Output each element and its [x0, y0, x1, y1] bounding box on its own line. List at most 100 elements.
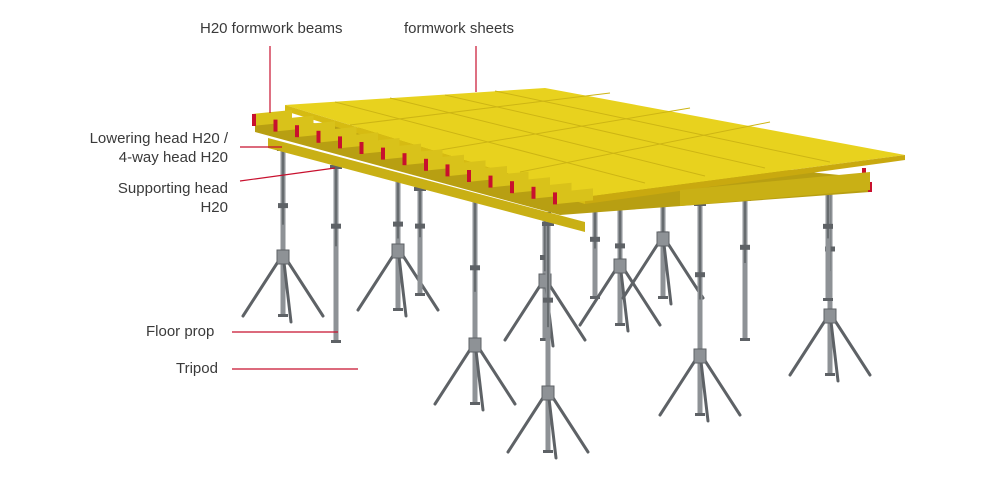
leader-lines: [232, 46, 477, 370]
supporting-head-leader: [239, 167, 336, 182]
tripod-leg: [661, 234, 673, 306]
tripod-leg: [546, 388, 558, 460]
tripod-clamp: [391, 243, 405, 259]
prop-inner-tube: [547, 225, 549, 328]
tripod-leg: [506, 388, 550, 454]
prop-tube: [417, 190, 423, 295]
tripod-leg: [473, 340, 517, 406]
floor-prop: [578, 202, 662, 333]
floor-prop: [506, 222, 590, 460]
prop-adjusting-nut: [590, 236, 600, 242]
tripod-leg: [241, 252, 285, 318]
prop-tube: [825, 188, 831, 300]
supporting-head-label-line1: Supporting head: [117, 180, 228, 197]
tripod-leg: [473, 340, 485, 412]
tripod-leg: [356, 246, 400, 312]
h20-beam-end-cap: [445, 164, 450, 177]
supporting-head-label-line2: H20: [200, 199, 228, 216]
prop-base: [543, 450, 553, 453]
primary-beam-front: [268, 138, 585, 232]
prop-adjusting-nut: [543, 297, 553, 303]
floor-props-and-tripods: [241, 147, 872, 460]
prop-inner-tube: [419, 190, 421, 238]
h20-beam-end-cap: [252, 114, 256, 126]
tripod-leg: [543, 276, 587, 342]
h20-beam-end-cap: [531, 186, 536, 199]
prop-inner-tube: [544, 215, 546, 272]
prop-tube: [333, 168, 339, 342]
prop-inner-tube: [335, 168, 337, 247]
prop-adjusting-nut: [470, 265, 480, 271]
prop-tube: [697, 205, 703, 415]
prop-inner-tube: [282, 150, 284, 225]
tripod-leg: [698, 351, 710, 423]
tripod-clamp: [613, 258, 627, 274]
prop-adjusting-nut: [540, 255, 550, 260]
prop-adjusting-nut: [393, 221, 403, 227]
tripod-clamp: [541, 385, 555, 401]
formwork-sheet-edge: [585, 155, 905, 204]
tripod-leg: [788, 311, 832, 377]
prop-adjusting-nut: [331, 223, 341, 229]
tripod-leg: [698, 351, 742, 417]
tripod-clamp: [276, 249, 290, 265]
prop-inner-tube: [619, 205, 621, 259]
h20-beam-end-cap: [381, 147, 385, 160]
prop-base: [658, 296, 668, 299]
tripod-clamp: [693, 348, 707, 364]
floor-prop: [330, 165, 342, 343]
floor-prop: [414, 187, 426, 296]
prop-adjusting-nut: [415, 223, 425, 229]
prop-adjusting-nut: [740, 244, 750, 250]
h20-beam-end-cap: [273, 119, 278, 132]
tripod-clamp: [823, 308, 837, 324]
prop-tube: [280, 150, 286, 316]
prop-base: [415, 293, 425, 296]
tripod-leg: [828, 311, 840, 383]
h20-beam-end-cap: [488, 175, 493, 188]
prop-base: [590, 296, 600, 299]
tripod-leg: [658, 351, 702, 417]
floor-prop: [503, 212, 587, 348]
tripod-leg: [618, 261, 662, 327]
prop-inner-tube: [594, 208, 596, 249]
tripod: [506, 385, 590, 460]
prop-inner-tube: [827, 188, 829, 239]
tripod: [788, 308, 872, 383]
h20-formwork-beams: [252, 110, 872, 205]
prop-adjusting-nut: [278, 203, 288, 209]
h20-beam-end-cap: [553, 192, 557, 205]
h20-beam-end-cap: [359, 142, 364, 154]
prop-adjusting-nut: [615, 243, 625, 249]
h20-beam-end-cap: [402, 153, 407, 166]
tripod-leg: [433, 340, 477, 406]
formwork-sheet-surface: [285, 88, 905, 197]
tripod: [658, 348, 742, 423]
formwork-sheets-label: formwork sheets: [404, 20, 515, 37]
prop-base: [470, 402, 480, 405]
tripod-leg: [661, 234, 705, 300]
tripod-leg: [621, 234, 665, 300]
tripod-leg: [828, 311, 872, 377]
prop-base: [331, 340, 341, 343]
tripod-leg: [503, 276, 547, 342]
lowering-head-label-line1: Lowering head H20 /: [89, 130, 228, 147]
formwork-deck: [252, 88, 905, 232]
floor-prop: [739, 197, 751, 341]
prop-head: [542, 222, 554, 226]
prop-adjusting-nut: [695, 272, 705, 278]
prop-inner-tube: [662, 200, 664, 245]
supporting-head-label: Supporting head H20: [118, 179, 228, 217]
tripod: [241, 249, 325, 324]
prop-base: [615, 323, 625, 326]
h20-beam-body: [553, 188, 593, 205]
prop-tube: [592, 208, 598, 298]
prop-tube: [742, 200, 748, 340]
floor-prop-label: Floor prop: [146, 323, 215, 340]
h20-beam-end-cap: [295, 125, 299, 138]
h20-beam-end-cap: [467, 170, 471, 182]
prop-base: [393, 308, 403, 311]
tripod-leg: [396, 246, 408, 318]
h20-formwork-beams-label: H20 formwork beams: [200, 20, 343, 37]
